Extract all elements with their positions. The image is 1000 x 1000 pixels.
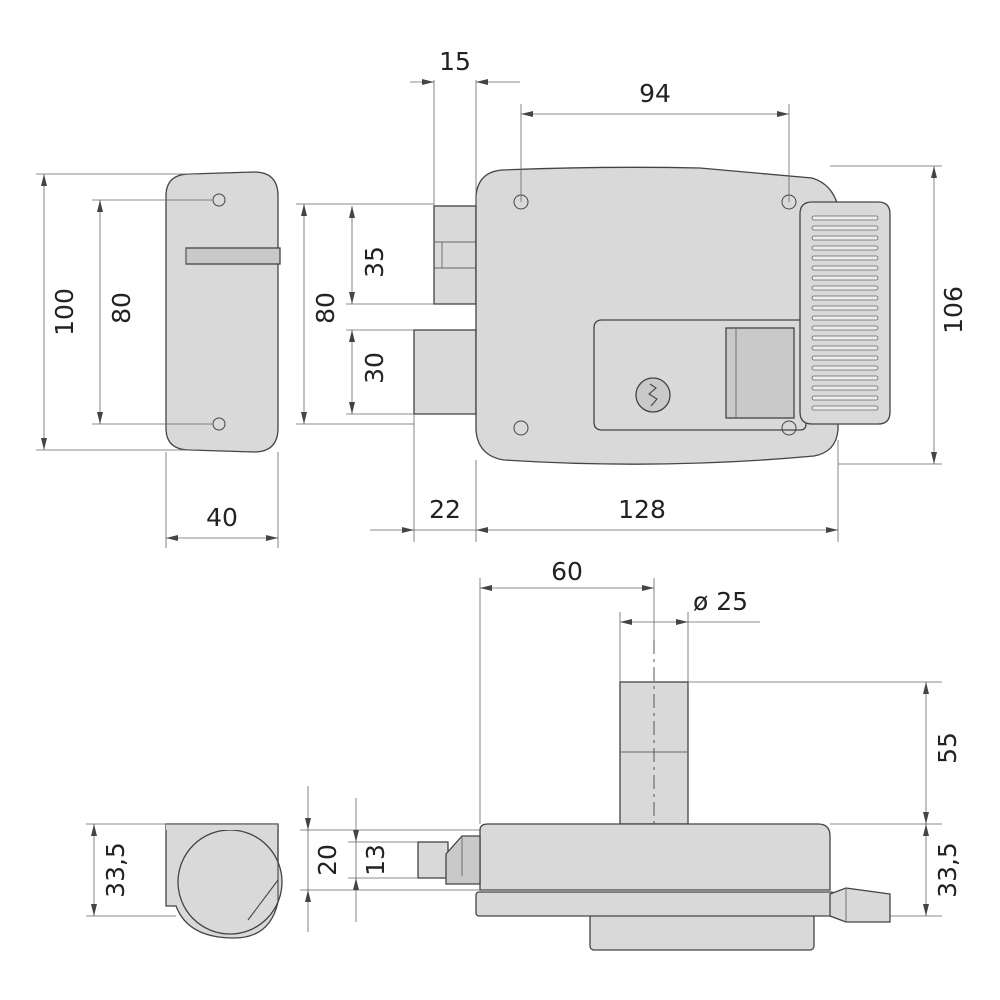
dim-bolt-depth-outer: 20: [313, 844, 342, 876]
dim-cylinder-length: 55: [933, 732, 962, 764]
lock-case-front: [475, 166, 839, 465]
push-button-grille: [799, 201, 891, 425]
strike-plate-front: [165, 171, 281, 453]
dim-cylinder-diameter: ø 25: [693, 587, 748, 616]
grille-slot: [811, 285, 879, 291]
dim-hole-spacing-horizontal: 94: [639, 79, 671, 108]
dim-bolt-spacing: 80: [311, 292, 340, 324]
cylinder-side: [619, 640, 689, 840]
key-cylinder-icon: [635, 377, 671, 413]
dim-bolt-width: 15: [439, 47, 471, 76]
dim-bolt-projection: 22: [429, 495, 461, 524]
grille-slot: [811, 275, 879, 281]
grille-slot: [811, 235, 879, 241]
upper-bolt: [433, 205, 477, 305]
grille-slot: [811, 225, 879, 231]
grille-slot: [811, 345, 879, 351]
grille-slot: [811, 405, 879, 411]
grille-slot: [811, 215, 879, 221]
dim-case-width: 128: [618, 495, 666, 524]
grille-slot: [811, 255, 879, 261]
grille-slot: [811, 295, 879, 301]
grille-slot: [811, 365, 879, 371]
grille-slot: [811, 245, 879, 251]
dim-case-height: 106: [939, 286, 968, 334]
grille-slot: [811, 325, 879, 331]
dim-upper-bolt-height: 35: [360, 246, 389, 278]
lower-bolt: [413, 329, 477, 415]
grille-slot: [811, 385, 879, 391]
grille-slot: [811, 355, 879, 361]
grille-slot: [811, 315, 879, 321]
dim-case-depth: 33,5: [933, 842, 962, 898]
dim-plate-width: 40: [206, 503, 238, 532]
dim-bolt-depth-inner: 13: [361, 844, 390, 876]
dim-plate-height: 100: [50, 288, 79, 336]
lock-case-side: [417, 823, 891, 951]
grille-slot: [811, 265, 879, 271]
dim-plate-hole-spacing: 80: [107, 292, 136, 324]
dim-lower-bolt-height: 30: [360, 352, 389, 384]
grille-slot: [811, 335, 879, 341]
grille-slot: [811, 375, 879, 381]
grille-slot: [811, 395, 879, 401]
dim-cylinder-offset: 60: [551, 557, 583, 586]
strike-plate-side: [165, 823, 283, 939]
grille-slot: [811, 305, 879, 311]
dim-plate-depth: 33,5: [101, 842, 130, 898]
